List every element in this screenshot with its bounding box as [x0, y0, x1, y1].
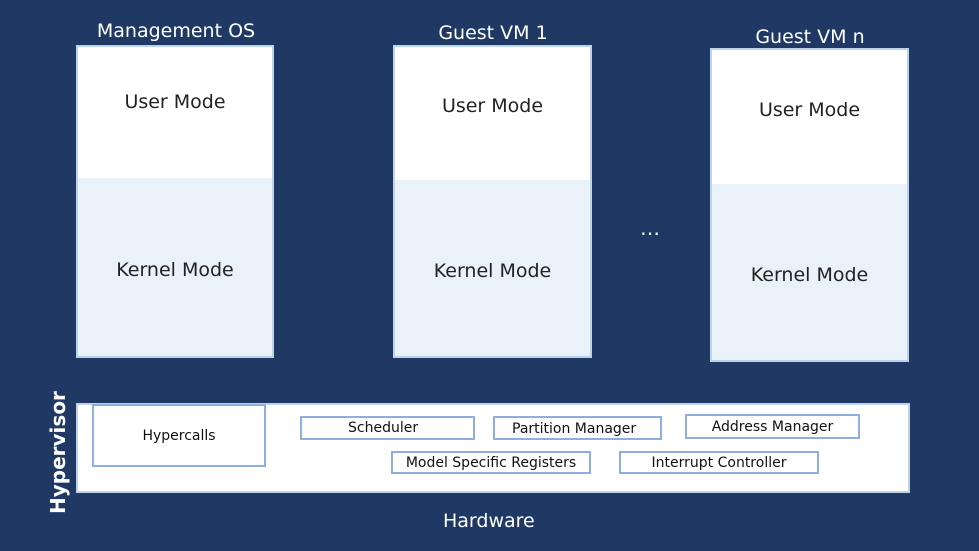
address-manager-box: Address Manager — [685, 414, 860, 439]
interrupt-controller-box: Interrupt Controller — [619, 451, 819, 474]
management-os-box: User Mode Kernel Mode — [76, 45, 274, 358]
kernel-mode-area — [712, 184, 907, 360]
user-mode-label: User Mode — [124, 91, 226, 113]
user-mode-label: User Mode — [758, 99, 861, 121]
guest-vm-n-title: Guest VM n — [755, 26, 865, 48]
guest-vm-1-title: Guest VM 1 — [438, 22, 548, 44]
kernel-mode-area — [395, 180, 590, 356]
kernel-mode-area — [78, 178, 272, 356]
hardware-label: Hardware — [443, 510, 535, 532]
model-specific-registers-box: Model Specific Registers — [391, 451, 591, 474]
more-vms-ellipsis: … — [640, 216, 660, 240]
user-mode-label: User Mode — [441, 95, 544, 117]
kernel-mode-label: Kernel Mode — [433, 260, 552, 282]
guest-vm-1-box: User Mode Kernel Mode — [393, 45, 592, 358]
kernel-mode-label: Kernel Mode — [116, 259, 234, 281]
partition-manager-box: Partition Manager — [493, 416, 662, 440]
scheduler-box: Scheduler — [300, 416, 475, 440]
guest-vm-n-box: User Mode Kernel Mode — [710, 48, 909, 362]
management-os-title: Management OS — [96, 20, 256, 42]
hypervisor-label: Hypervisor — [46, 391, 70, 514]
kernel-mode-label: Kernel Mode — [750, 264, 869, 286]
hypercalls-box: Hypercalls — [92, 404, 266, 467]
